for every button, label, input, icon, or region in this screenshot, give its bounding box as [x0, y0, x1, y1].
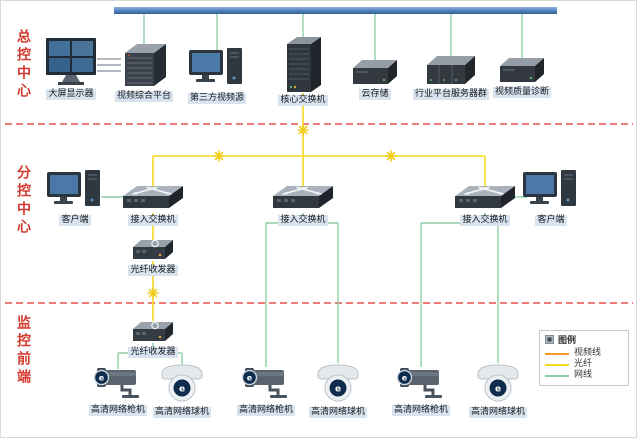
dome-camera-icon: [316, 361, 360, 405]
legend-label-fiber: 光纤: [574, 359, 593, 369]
chassis-icon: [120, 41, 168, 89]
legend-title: 图例: [558, 336, 577, 346]
node-label: 接入交换机: [128, 215, 178, 226]
legend-label-video: 视频线: [574, 348, 602, 358]
node-access-switch-left: 接入交换机: [109, 183, 197, 226]
legend-label-network: 网线: [574, 370, 593, 380]
node-core-switch: 核心交换机: [263, 35, 343, 106]
core-switch-icon: [283, 35, 323, 93]
node-dome-camera-1: 高清网络球机: [140, 361, 224, 418]
node-cloud-storage: 云存储: [333, 57, 417, 100]
storage-box-icon: [351, 57, 399, 87]
bullet-camera-icon: [92, 363, 144, 403]
backbone-bus: [114, 7, 557, 14]
node-label: 客户端: [59, 215, 91, 226]
node-bullet-camera-3: 高清网络枪机: [379, 363, 463, 416]
node-label: 第三方视频源: [187, 93, 246, 104]
transceiver-icon: [131, 319, 175, 345]
node-label: 大屏显示器: [46, 89, 96, 100]
node-label: 行业平台服务器群: [412, 89, 489, 100]
node-label: 高清网络球机: [468, 407, 527, 418]
node-label: 客户端: [535, 215, 567, 226]
server-cluster-icon: [425, 53, 477, 87]
legend-item-fiber: 光纤: [545, 359, 623, 370]
node-fiber-transceiver-mid: 光纤收发器: [111, 237, 195, 276]
node-server-cluster: 行业平台服务器群: [405, 53, 497, 100]
node-dome-camera-2: 高清网络球机: [296, 361, 380, 418]
video-wall-icon: [45, 37, 97, 87]
node-label: 核心交换机: [278, 95, 328, 106]
switch-icon: [453, 183, 517, 213]
legend-item-network: 网线: [545, 370, 623, 381]
node-label: 高清网络枪机: [88, 405, 147, 416]
dome-camera-icon: [160, 361, 204, 405]
zone-label-master-center: 总控中心: [15, 29, 31, 101]
legend: 图例 视频线 光纤 网线: [539, 330, 629, 386]
computer-icon: [47, 169, 103, 213]
node-label: 接入交换机: [278, 215, 328, 226]
node-fiber-transceiver-front: 光纤收发器: [111, 319, 195, 358]
bullet-camera-icon: [395, 363, 447, 403]
node-label: 光纤收发器: [128, 347, 178, 358]
switch-icon: [121, 183, 185, 213]
bullet-camera-icon: [240, 363, 292, 403]
transceiver-icon: [131, 237, 175, 263]
node-thirdparty-source: 第三方视频源: [175, 47, 259, 104]
legend-line-video: [545, 352, 569, 355]
zone-label-front-end: 监控前端: [15, 315, 31, 387]
switch-icon: [271, 183, 335, 213]
computer-icon: [189, 47, 245, 91]
legend-title-row: 图例: [545, 333, 623, 346]
node-label: 高清网络球机: [308, 407, 367, 418]
node-quality-diagnosis: 视频质量诊断: [478, 55, 566, 98]
node-label: 高清网络球机: [152, 407, 211, 418]
node-access-switch-center: 接入交换机: [259, 183, 347, 226]
node-bullet-camera-1: 高清网络枪机: [76, 363, 160, 416]
legend-item-video: 视频线: [545, 348, 623, 359]
node-label: 视频综合平台: [114, 91, 173, 102]
legend-line-fiber: [545, 363, 569, 366]
diagnosis-box-icon: [498, 55, 546, 85]
node-client-right: 客户端: [509, 169, 593, 226]
node-label: 高清网络枪机: [391, 405, 450, 416]
node-label: 接入交换机: [460, 215, 510, 226]
node-dome-camera-3: 高清网络球机: [456, 361, 540, 418]
node-label: 云存储: [359, 89, 391, 100]
legend-line-network: [545, 374, 569, 377]
computer-icon: [523, 169, 579, 213]
dome-camera-icon: [476, 361, 520, 405]
node-access-switch-right: 接入交换机: [441, 183, 529, 226]
node-bullet-camera-2: 高清网络枪机: [224, 363, 308, 416]
legend-icon: [545, 335, 554, 344]
node-client-left: 客户端: [33, 169, 117, 226]
zone-label-sub-center: 分控中心: [15, 165, 31, 237]
node-label: 视频质量诊断: [492, 87, 551, 98]
node-label: 光纤收发器: [128, 265, 178, 276]
node-label: 高清网络枪机: [236, 405, 295, 416]
node-display-wall: 大屏显示器: [29, 37, 113, 100]
node-video-platform: 视频综合平台: [102, 41, 186, 102]
